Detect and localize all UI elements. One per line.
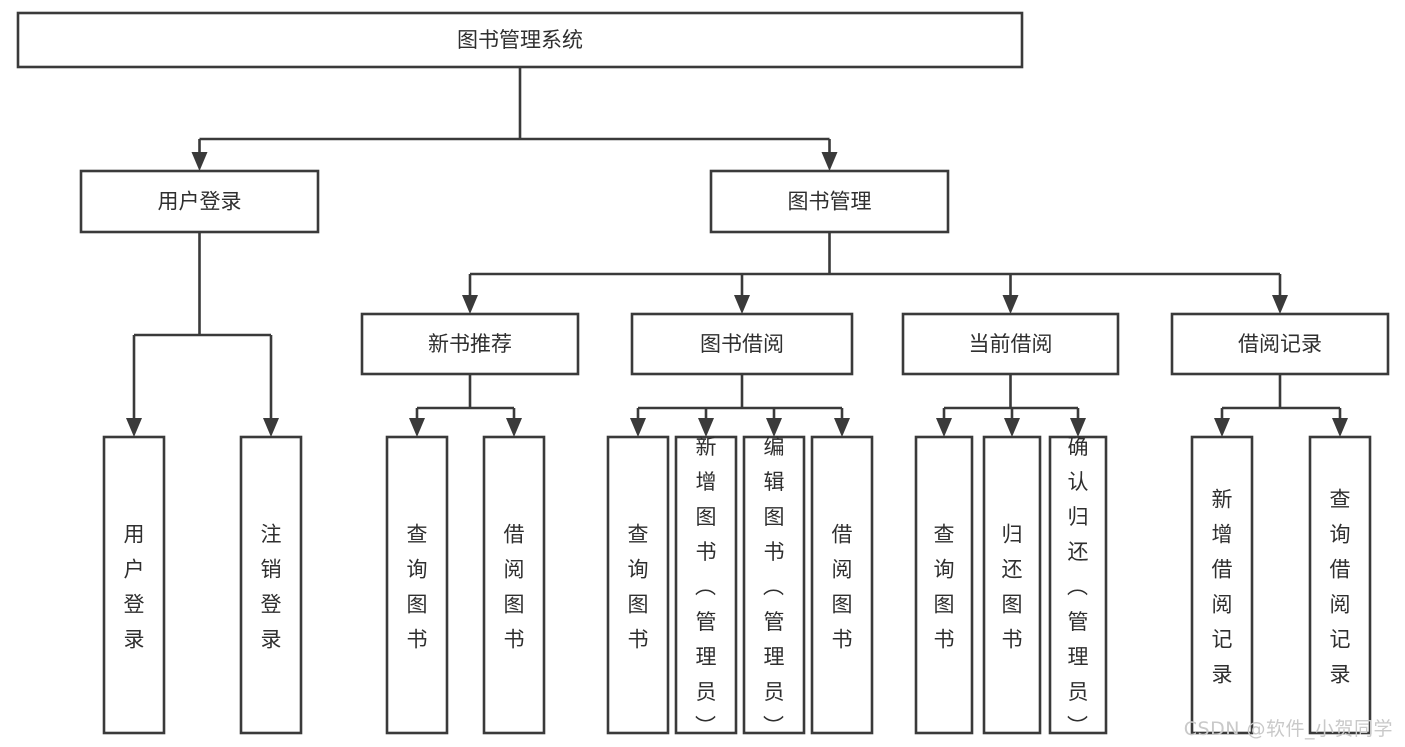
node-box-l3-3[interactable] <box>1170 312 1390 376</box>
node-leaf-3[interactable]: 借阅图书 <box>482 435 546 735</box>
node-box-leaf-12[interactable] <box>1308 435 1372 735</box>
arrow-head-icon <box>462 295 478 314</box>
node-leaf-12[interactable]: 查询借阅记录 <box>1308 435 1372 735</box>
arrow-head-icon <box>1214 418 1230 437</box>
node-leaf-7[interactable]: 借阅图书 <box>810 435 874 735</box>
node-label: 查询图书 <box>628 523 649 652</box>
node-box-l3-1[interactable] <box>630 312 854 376</box>
node-label: 借阅记录 <box>1238 332 1322 356</box>
node-box-root-0[interactable] <box>16 11 1024 69</box>
arrow-head-icon <box>821 152 838 171</box>
node-box-leaf-7[interactable] <box>810 435 874 735</box>
node-root-0[interactable]: 图书管理系统 <box>16 11 1024 69</box>
node-label: 注销登录 <box>261 523 282 652</box>
node-label: 图书借阅 <box>700 332 784 356</box>
node-box-leaf-0[interactable] <box>102 435 166 735</box>
node-leaf-1[interactable]: 注销登录 <box>239 435 303 735</box>
node-leaf-4[interactable]: 查询图书 <box>606 435 670 735</box>
arrow-head-icon <box>630 418 646 437</box>
node-label: 用户登录 <box>158 190 242 214</box>
node-leaf-5[interactable]: 新增图书（管理员） <box>674 435 738 739</box>
node-boxes: 图书管理系统用户登录图书管理新书推荐图书借阅当前借阅借阅记录用户登录注销登录查询… <box>16 11 1390 739</box>
node-box-l2-1[interactable] <box>709 169 950 234</box>
node-leaf-0[interactable]: 用户登录 <box>102 435 166 735</box>
node-label: 用户登录 <box>124 523 145 652</box>
node-l2-0[interactable]: 用户登录 <box>79 169 320 234</box>
node-label: 图书管理 <box>788 190 872 214</box>
connector-lines <box>126 67 1348 437</box>
arrow-head-icon <box>1272 295 1288 314</box>
node-label: 归还图书 <box>1002 523 1023 652</box>
node-box-leaf-11[interactable] <box>1190 435 1254 735</box>
arrow-head-icon <box>834 418 850 437</box>
node-box-leaf-1[interactable] <box>239 435 303 735</box>
node-l3-1[interactable]: 图书借阅 <box>630 312 854 376</box>
node-leaf-6[interactable]: 编辑图书（管理员） <box>742 435 806 739</box>
arrow-head-icon <box>191 152 208 171</box>
node-box-leaf-6[interactable] <box>742 435 806 735</box>
node-leaf-10[interactable]: 确认归还（管理员） <box>1048 435 1108 739</box>
arrow-head-icon <box>734 295 750 314</box>
arrow-head-icon <box>766 418 782 437</box>
arrow-head-icon <box>506 418 522 437</box>
node-label: 当前借阅 <box>969 332 1053 356</box>
node-l3-2[interactable]: 当前借阅 <box>901 312 1120 376</box>
node-box-l3-2[interactable] <box>901 312 1120 376</box>
arrow-head-icon <box>1070 418 1086 437</box>
node-l3-0[interactable]: 新书推荐 <box>360 312 580 376</box>
node-box-leaf-10[interactable] <box>1048 435 1108 735</box>
arrow-head-icon <box>698 418 714 437</box>
arrow-head-icon <box>1004 418 1020 437</box>
node-leaf-2[interactable]: 查询图书 <box>385 435 449 735</box>
node-label: 图书管理系统 <box>457 28 583 52</box>
arrow-head-icon <box>126 418 142 437</box>
arrow-head-icon <box>936 418 952 437</box>
node-box-leaf-2[interactable] <box>385 435 449 735</box>
node-label: 查询图书 <box>407 523 428 652</box>
node-box-leaf-3[interactable] <box>482 435 546 735</box>
node-box-l2-0[interactable] <box>79 169 320 234</box>
node-label: 查询借阅记录 <box>1330 488 1351 687</box>
arrow-head-icon <box>409 418 425 437</box>
node-box-leaf-8[interactable] <box>914 435 974 735</box>
node-l3-3[interactable]: 借阅记录 <box>1170 312 1390 376</box>
node-leaf-11[interactable]: 新增借阅记录 <box>1190 435 1254 735</box>
node-label: 新书推荐 <box>428 332 512 356</box>
node-box-leaf-5[interactable] <box>674 435 738 735</box>
node-box-l3-0[interactable] <box>360 312 580 376</box>
node-label: 新增借阅记录 <box>1212 488 1233 687</box>
node-box-leaf-4[interactable] <box>606 435 670 735</box>
node-label: 查询图书 <box>934 523 955 652</box>
arrow-head-icon <box>1332 418 1348 437</box>
arrow-head-icon <box>1002 295 1019 314</box>
node-l2-1[interactable]: 图书管理 <box>709 169 950 234</box>
arrow-head-icon <box>263 418 279 437</box>
node-label: 编辑图书（管理员） <box>763 435 785 739</box>
node-box-leaf-9[interactable] <box>982 435 1042 735</box>
node-leaf-8[interactable]: 查询图书 <box>914 435 974 735</box>
node-label: 借阅图书 <box>832 523 853 652</box>
node-label: 确认归还（管理员） <box>1067 435 1089 739</box>
node-leaf-9[interactable]: 归还图书 <box>982 435 1042 735</box>
node-label: 新增图书（管理员） <box>695 435 717 739</box>
node-label: 借阅图书 <box>504 523 525 652</box>
